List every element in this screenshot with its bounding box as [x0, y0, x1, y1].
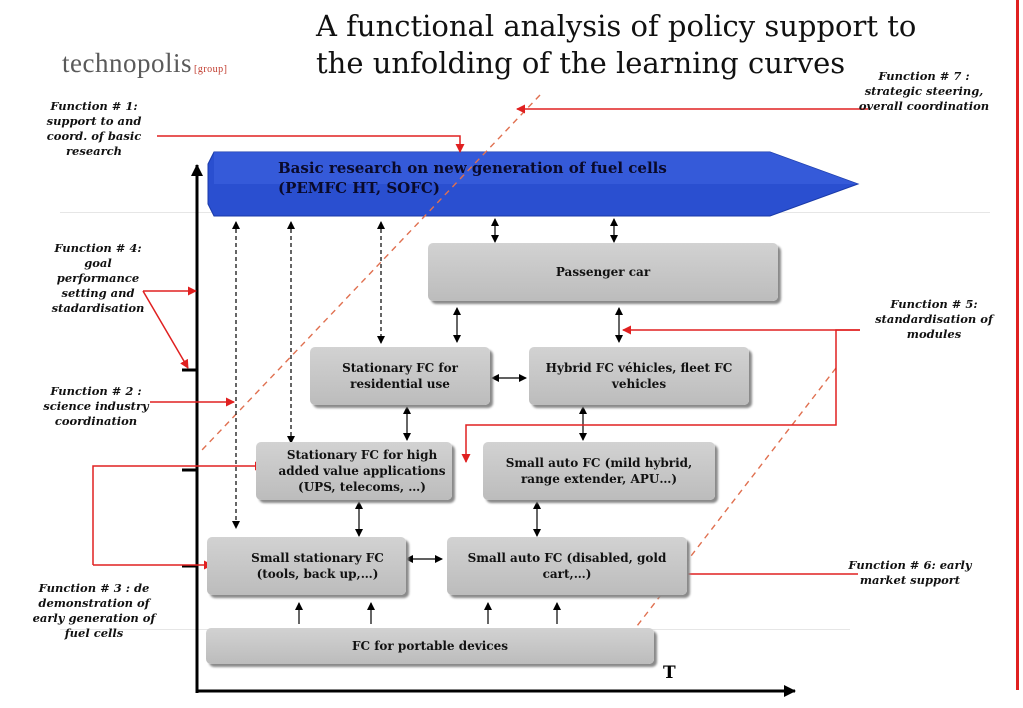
box-stationary-residential: Stationary FC for residential use	[310, 347, 490, 405]
box-small-auto-disabled: Small auto FC (disabled, gold cart,…)	[447, 537, 687, 595]
slide-title: A functional analysis of policy support …	[316, 9, 917, 80]
logo: technopolis[group]	[62, 48, 227, 79]
box-hybrid-vehicles: Hybrid FC véhicles, fleet FC vehicles	[529, 347, 749, 405]
logo-name: technopolis	[62, 48, 192, 78]
box-passenger-car: Passenger car	[428, 243, 778, 301]
function-5-label: Function # 5: standardisation of modules	[875, 297, 993, 341]
time-axis-label: T	[663, 663, 676, 683]
function-7-label: Function # 7 : strategic steering, overa…	[858, 69, 990, 113]
function-3-label: Function # 3 : de demonstration of early…	[32, 581, 156, 640]
box-small-stationary: Small stationary FC (tools, back up,…)	[207, 537, 406, 595]
connector-arrows	[295, 218, 623, 624]
function-6-label: Function # 6: early market support	[848, 558, 972, 587]
box-portable: FC for portable devices	[206, 628, 654, 664]
basic-research-label: Basic research on new generation of fuel…	[278, 159, 667, 197]
function-4-label: Function # 4: goal performance setting a…	[51, 241, 145, 315]
function-1-label: Function # 1: support to and coord. of b…	[46, 99, 142, 158]
research-dashed-arrows	[232, 221, 385, 529]
function-2-label: Function # 2 : science industry coordina…	[43, 384, 149, 428]
box-stationary-high-value: Stationary FC for high added value appli…	[256, 442, 452, 500]
diagonal-dashed-lines	[201, 94, 837, 627]
logo-suffix: [group]	[193, 64, 228, 75]
axes	[182, 164, 796, 697]
right-accent-bar	[1016, 0, 1019, 690]
function-arrows	[92, 104, 868, 579]
box-small-auto-mild: Small auto FC (mild hybrid, range extend…	[483, 442, 715, 500]
